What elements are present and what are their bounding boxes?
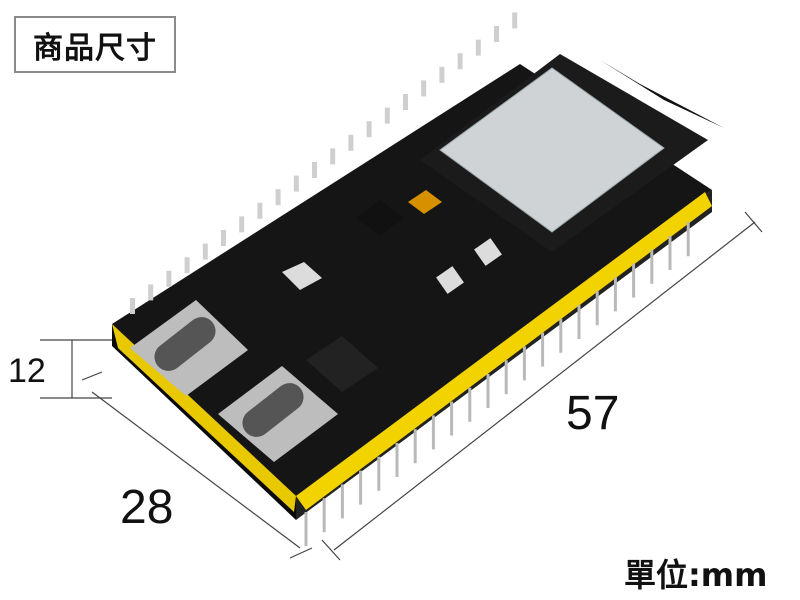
header-pin [421,80,427,97]
header-pin [494,26,499,42]
header-pin [202,243,208,260]
header-pin [330,148,336,165]
header-pin [312,162,317,178]
height-dimension-label: 12 [8,352,46,390]
width-dimension-label: 28 [120,481,174,534]
front-pins [304,222,690,546]
header-pin [457,53,463,70]
unit-label: 單位:mm [624,556,768,594]
header-pin [221,230,226,246]
header-pin [239,216,245,233]
product-size-title: 商品尺寸 [14,16,176,73]
usb-c-connector-1 [130,300,248,396]
header-pin [148,284,154,301]
esp32-module [420,54,724,252]
header-pin [130,298,135,314]
header-pin [184,257,190,274]
header-pin [293,175,299,192]
header-pin [166,270,172,287]
back-pins [130,12,518,314]
header-pin [348,134,354,151]
components [282,190,502,392]
header-pin [384,107,390,124]
header-pin [257,202,263,219]
header-pin [512,12,518,29]
header-pin [275,189,281,206]
usb-c-connector-2 [218,366,338,462]
length-dimension-label: 57 [566,387,620,440]
dimension-lines [40,211,763,561]
header-pin [475,39,481,56]
header-pin [403,94,408,110]
header-pin [366,121,372,138]
header-pin [439,66,445,83]
